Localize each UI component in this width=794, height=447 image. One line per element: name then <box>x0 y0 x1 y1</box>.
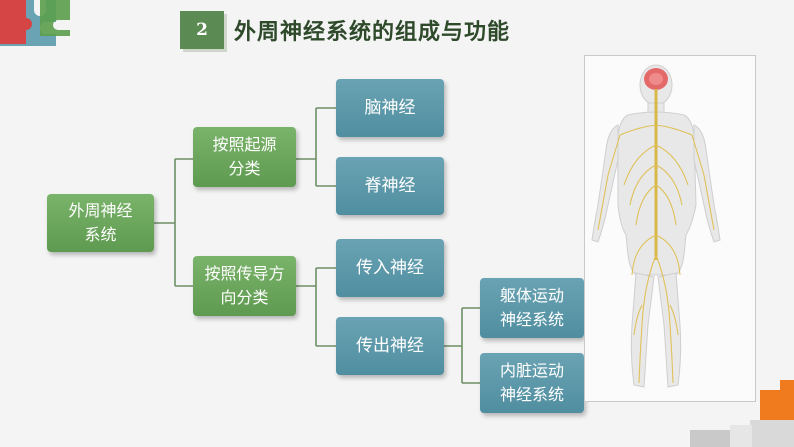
node-somatic-motor-system-label: 躯体运动神经系统 <box>499 286 564 329</box>
node-classify-by-direction-label: 按照传导方向分类 <box>204 264 285 307</box>
section-number-badge: 2 <box>180 11 224 49</box>
node-efferent-nerves: 传出神经 <box>336 317 444 375</box>
puzzle-decoration-bottom-right <box>690 380 794 447</box>
node-spinal-nerves: 脊神经 <box>336 157 444 215</box>
node-somatic-motor-system: 躯体运动神经系统 <box>480 278 584 338</box>
root-node-label: 外周神经系统 <box>68 201 133 244</box>
node-classify-by-direction: 按照传导方向分类 <box>193 256 296 316</box>
node-efferent-nerves-label: 传出神经 <box>356 336 424 356</box>
node-visceral-motor-system-label: 内脏运动神经系统 <box>499 361 564 404</box>
node-cranial-nerves-label: 脑神经 <box>364 98 416 118</box>
page-title: 外周神经系统的组成与功能 <box>234 20 511 45</box>
node-afferent-nerves: 传入神经 <box>336 239 444 297</box>
node-classify-by-origin: 按照起源分类 <box>193 127 296 187</box>
root-node-peripheral-nervous-system: 外周神经系统 <box>47 194 154 252</box>
node-classify-by-origin-label: 按照起源分类 <box>212 135 277 178</box>
puzzle-decoration-top-left <box>0 0 70 46</box>
human-nervous-system-illustration <box>591 64 721 388</box>
node-visceral-motor-system: 内脏运动神经系统 <box>480 353 584 413</box>
node-afferent-nerves-label: 传入神经 <box>356 258 424 278</box>
node-cranial-nerves: 脑神经 <box>336 79 444 137</box>
node-spinal-nerves-label: 脊神经 <box>364 176 416 196</box>
